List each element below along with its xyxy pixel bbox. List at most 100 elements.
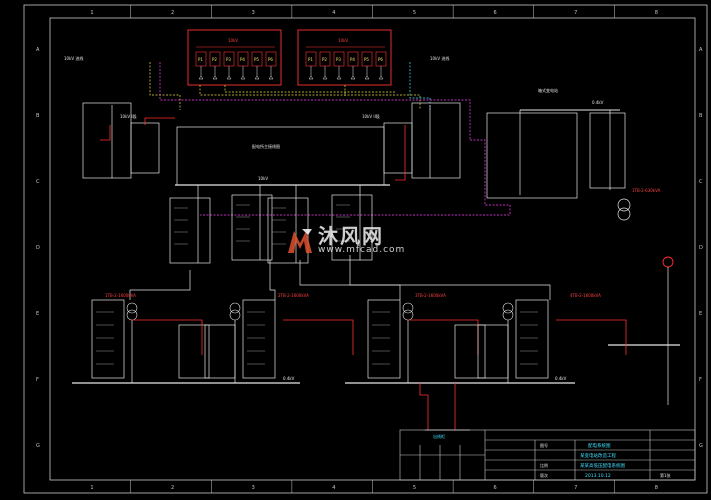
lower-cabinet [515,299,549,379]
lower-cabinet-aux [477,324,509,379]
outer-frame [23,4,708,494]
panel-slot-label: P3 [226,57,231,62]
svg-text:0.4kV: 0.4kV [283,376,295,381]
grid-letter: B [699,113,703,119]
bus-center-label: 10kV [258,176,268,181]
panel-slots: P1 P2 P3 P4 P5 P6 P1 P2 P3 P4 P5 P6 [195,51,387,80]
tb-drawing-title: 配电系统图 [588,442,611,449]
grid-letter: D [36,245,40,251]
grid-number: 6 [493,10,496,16]
grid-number: 5 [413,485,416,491]
lower-cabinet [367,299,401,379]
tb-project: 某变电站改造工程 [580,452,616,459]
svg-text:2TB-2-1600kVA: 2TB-2-1600kVA [278,293,309,298]
grid-letter: B [36,113,40,119]
inner-frame [49,17,696,481]
feeder-bottom-label: 出线柜 [433,433,445,439]
feeder-cabinet [231,194,273,261]
tb-sheet-label: 图号 [540,442,548,448]
transformer-symbol [229,302,241,314]
grid-number: 4 [332,485,335,491]
tb-date: 2013.10.12 [585,473,611,479]
grid-number: 5 [413,10,416,16]
panel-right-title: 10kV [338,38,348,43]
lower-cabinet [91,299,125,379]
svg-text:1TB-2-1600kVA: 1TB-2-1600kVA [105,293,136,298]
grid-number: 6 [493,485,496,491]
svg-text:0.4kV: 0.4kV [555,376,567,381]
panel-left-title: 10kV [228,38,238,43]
grid-number: 4 [332,10,335,16]
feeder-cabinet [331,194,373,261]
tb-sheet-no: 第1张 [660,472,671,478]
side-grid-letters: A A B B C C D D E E F F G G [36,47,703,449]
panel-slot-label: P1 [198,57,203,62]
transformer-symbol [502,302,514,314]
panel-slot-label: P6 [378,57,383,62]
grid-number: 3 [252,10,255,16]
grid-number: 7 [574,10,577,16]
svg-text:4TB-2-1600kVA: 4TB-2-1600kVA [570,293,601,298]
grid-letter: D [699,245,703,251]
transformer-e-label: 1TB-2-630kVA [632,188,661,193]
panel-slot-label: P2 [212,57,217,62]
grid-letter: A [699,47,703,53]
right-title: 箱式变电站 [538,87,558,93]
svg-text:10kV 进线: 10kV 进线 [64,55,83,61]
lower-cabinet [242,299,276,379]
right-bus-label: 0.4kV [592,100,604,105]
svg-text:10kV 进线: 10kV 进线 [430,55,449,61]
panel-slot-label: P5 [254,57,259,62]
grid-letter: E [36,311,39,317]
panel-slot-label: P2 [322,57,327,62]
grid-letter: G [36,443,40,449]
transformer-symbol [402,302,414,314]
panel-slot-label: P4 [350,57,355,62]
lower-cabinet-aux [454,324,486,379]
tb-subtitle: 某某高低压配电系统图 [580,462,625,469]
box-substation [486,109,626,199]
panel-left: 10kV [187,29,282,86]
grid-number: 1 [90,485,93,491]
tb-rev-label: 版次 [540,472,548,478]
grid-letter: F [36,377,39,383]
panel-slot-label: P4 [240,57,245,62]
grid-number: 3 [252,485,255,491]
panel-slot-label: P5 [364,57,369,62]
grid-letter: F [699,377,702,383]
main-section-box [176,126,385,186]
lower-substations [91,299,627,383]
grid-letter: G [699,443,703,449]
grid-letter: A [36,47,40,53]
lower-cabinet-aux [204,324,236,379]
lower-cabinet-aux [178,324,210,379]
svg-text:3TB-2-1600kVA: 3TB-2-1600kVA [415,293,446,298]
section-title: 配电所主接线图 [252,143,280,149]
grid-number: 2 [171,10,174,16]
feeder-cabinet [169,197,211,264]
control-wiring [149,62,511,216]
panel-slot-label: P3 [336,57,341,62]
grid-letter: C [36,179,40,185]
bus-left-label: 10kV I段 [120,113,137,119]
panel-slot-label: P6 [268,57,273,62]
grid-number: 8 [655,10,658,16]
bus-right-label: 10kV II段 [362,113,380,119]
transformer-symbol [126,302,138,314]
grid-number: 8 [655,485,658,491]
grid-number: 1 [90,10,93,16]
transformer-symbol-e [617,198,631,212]
grid-number: 7 [574,485,577,491]
grid-letter: C [699,179,703,185]
title-block [399,429,696,481]
panel-right: 10kV [297,29,392,86]
cabinet-right-incoming [383,102,461,179]
grid-letter: E [699,311,702,317]
top-grid-numbers: 1 1 2 2 3 3 4 4 5 5 6 6 7 7 8 8 [90,5,658,493]
panel-slot-label: P1 [308,57,313,62]
tb-scale-label: 比例 [540,462,548,468]
grid-number: 2 [171,485,174,491]
feeder-cabinets [169,185,373,264]
